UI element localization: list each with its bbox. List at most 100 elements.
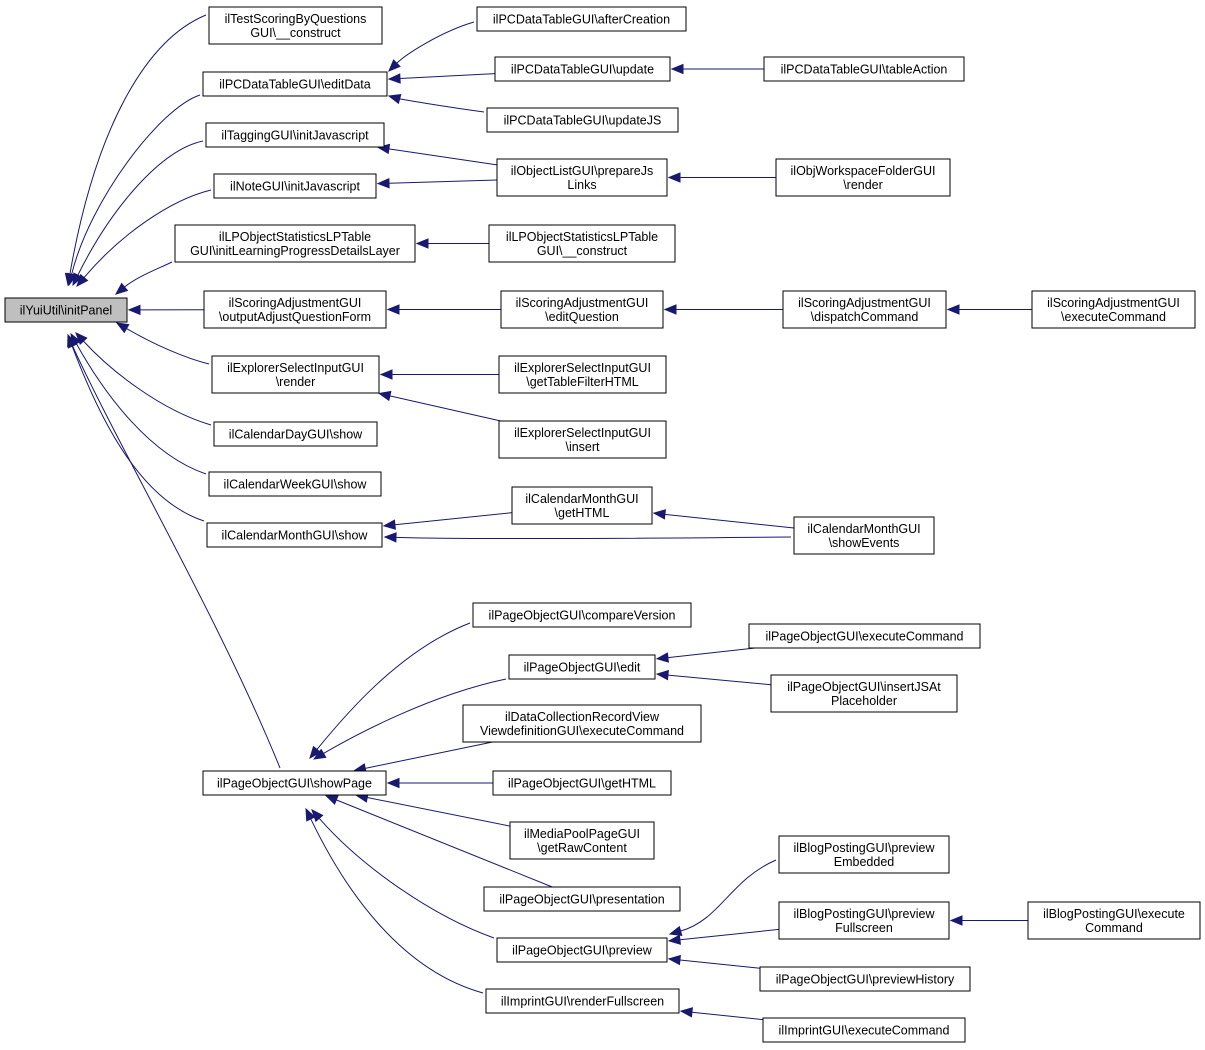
node-label: ilScoringAdjustmentGUI <box>1047 296 1180 310</box>
edge-line <box>399 73 496 80</box>
node-label: ilPCDataTableGUI\tableAction <box>781 63 948 77</box>
node-label: ilPageObjectGUI\preview <box>512 944 653 958</box>
node-saec[interactable]: ilScoringAdjustmentGUI\executeCommand <box>1031 290 1196 329</box>
edge-pgijs-to-pged <box>655 669 772 686</box>
node-mpp[interactable]: ilMediaPoolPageGUI\getRawContent <box>509 821 655 860</box>
node-label: \executeCommand <box>1061 310 1166 324</box>
node-cday[interactable]: ilCalendarDayGUI\show <box>213 421 378 447</box>
edge-line <box>71 345 205 522</box>
node-box <box>778 835 950 874</box>
node-cmon[interactable]: ilCalendarMonthGUI\show <box>206 522 383 548</box>
edge-pgshow-to-root <box>67 334 281 769</box>
arrowhead-icon <box>376 177 390 189</box>
node-pgpres[interactable]: ilPageObjectGUI\presentation <box>483 886 681 912</box>
node-label: \getTableFilterHTML <box>526 375 639 389</box>
edge-saq-to-root <box>127 304 205 316</box>
edge-sadc-to-saeq <box>663 304 783 315</box>
node-label: Links <box>567 178 596 192</box>
node-pgex[interactable]: ilPageObjectGUI\executeCommand <box>748 623 981 649</box>
edge-line <box>394 512 513 526</box>
node-box <box>174 224 416 263</box>
node-label: \dispatchCommand <box>811 310 919 324</box>
node-saeq[interactable]: ilScoringAdjustmentGUI\editQuestion <box>500 290 664 329</box>
edge-line <box>679 928 780 941</box>
edge-line <box>323 678 507 754</box>
node-cweek[interactable]: ilCalendarWeekGUI\show <box>208 471 382 497</box>
node-pggh[interactable]: ilPageObjectGUI\getHTML <box>492 770 672 796</box>
edge-line <box>667 674 772 686</box>
node-pgph[interactable]: ilPageObjectGUI\previewHistory <box>759 966 971 992</box>
node-label: ViewdefinitionGUI\executeCommand <box>480 724 684 738</box>
edge-line <box>71 94 201 275</box>
node-box <box>509 821 655 860</box>
edge-note-to-root <box>76 189 212 288</box>
node-cmgh[interactable]: ilCalendarMonthGUI\getHTML <box>511 486 653 525</box>
node-label: ilBlogPostingGUI\preview <box>793 907 935 921</box>
edge-line <box>667 647 756 659</box>
node-estf[interactable]: ilExplorerSelectInputGUI\getTableFilterH… <box>498 355 667 394</box>
node-lpos[interactable]: ilLPObjectStatisticsLPTableGUI\initLearn… <box>174 224 416 263</box>
arrowhead-icon <box>309 745 322 760</box>
node-tag[interactable]: ilTaggingGUI\initJavascript <box>205 122 385 148</box>
edges-layer <box>64 14 1032 1021</box>
node-pgprev[interactable]: ilPageObjectGUI\preview <box>496 937 668 963</box>
edge-bpf-to-pgprev <box>667 928 780 945</box>
edge-mpp-to-pgshow <box>355 792 511 827</box>
node-note[interactable]: ilNoteGUI\initJavascript <box>213 173 377 199</box>
node-esr[interactable]: ilExplorerSelectInputGUI\render <box>211 355 380 394</box>
arrowhead-icon <box>386 777 400 789</box>
edge-owf-to-olp <box>667 172 776 183</box>
arrowhead-icon <box>655 669 669 681</box>
node-box <box>748 623 981 649</box>
edge-cday-to-root <box>75 332 212 426</box>
node-cmse[interactable]: ilCalendarMonthGUI\showEvents <box>793 516 935 555</box>
node-pgcv[interactable]: ilPageObjectGUI\compareVersion <box>472 602 692 628</box>
edge-line <box>680 859 777 932</box>
node-pgshow[interactable]: ilPageObjectGUI\showPage <box>202 770 387 796</box>
edge-line <box>396 21 475 64</box>
edge-saeq-to-saq <box>386 304 501 315</box>
node-pcujs[interactable]: ilPCDataTableGUI\updateJS <box>486 107 679 133</box>
node-pced[interactable]: ilPCDataTableGUI\editData <box>202 71 388 97</box>
node-box <box>213 421 378 447</box>
arrowhead-icon <box>382 519 396 530</box>
node-sadc[interactable]: ilScoringAdjustmentGUI\dispatchCommand <box>782 290 947 329</box>
node-bpec[interactable]: ilBlogPostingGUI\executeCommand <box>1027 901 1201 940</box>
node-box <box>213 173 377 199</box>
edge-line <box>83 340 212 426</box>
edge-cweek-to-root <box>70 332 207 475</box>
node-imp[interactable]: ilImprintGUI\renderFullscreen <box>485 988 680 1014</box>
node-pged[interactable]: ilPageObjectGUI\edit <box>508 654 656 680</box>
node-dcr[interactable]: ilDataCollectionRecordViewViewdefinition… <box>462 704 702 743</box>
node-owf[interactable]: ilObjWorkspaceFolderGUI\render <box>775 158 951 197</box>
edge-pcac-to-pced <box>388 21 475 72</box>
node-box <box>508 654 656 680</box>
arrowhead-icon <box>415 238 429 249</box>
node-label: ilNoteGUI\initJavascript <box>230 180 360 194</box>
node-pcup[interactable]: ilPCDataTableGUI\update <box>494 56 671 82</box>
node-root[interactable]: ilYuiUtil\initPanel <box>4 297 128 323</box>
node-impec[interactable]: ilImprintGUI\executeCommand <box>762 1017 966 1043</box>
arrowhead-icon <box>114 282 129 295</box>
node-pcac[interactable]: ilPCDataTableGUI\afterCreation <box>476 6 687 32</box>
node-label: \showEvents <box>829 536 900 550</box>
node-label: ilPCDataTableGUI\update <box>511 63 654 77</box>
edge-line <box>72 345 281 769</box>
node-saq[interactable]: ilScoringAdjustmentGUI\outputAdjustQuest… <box>203 290 387 329</box>
node-pcta[interactable]: ilPCDataTableGUI\tableAction <box>763 56 965 82</box>
node-esins[interactable]: ilExplorerSelectInputGUI\insert <box>498 420 667 459</box>
edge-pgcv-to-pgshow <box>309 622 471 760</box>
node-label: ilDataCollectionRecordView <box>505 710 660 724</box>
node-lpc[interactable]: ilLPObjectStatisticsLPTableGUI\__constru… <box>488 224 676 263</box>
arrowhead-icon <box>312 748 327 760</box>
edge-line <box>388 179 498 184</box>
edge-cmse-to-cmgh <box>652 509 795 529</box>
node-label: ilPageObjectGUI\showPage <box>217 777 372 791</box>
node-box <box>483 886 681 912</box>
node-box <box>488 224 676 263</box>
